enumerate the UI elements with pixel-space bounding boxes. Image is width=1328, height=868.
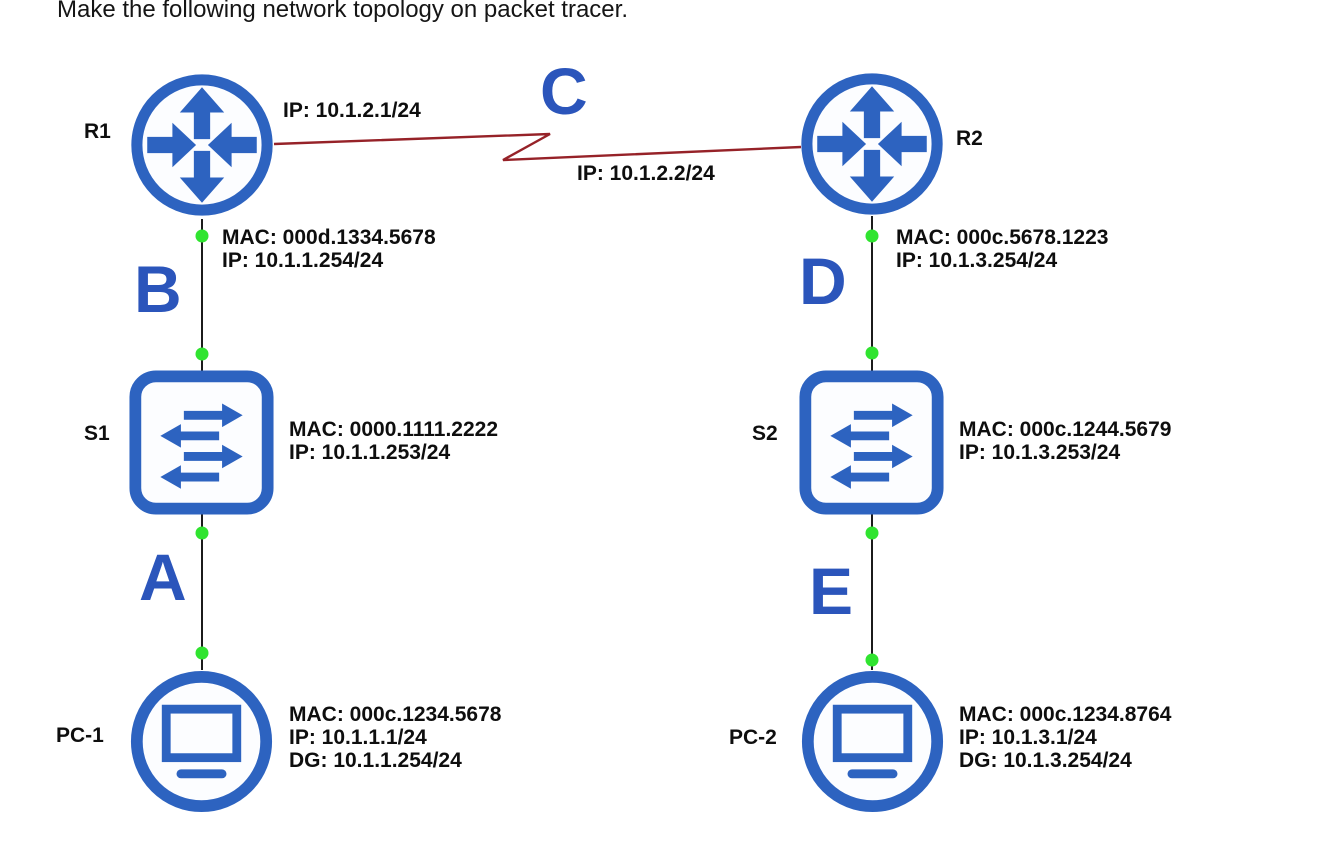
port-dot: [195, 526, 209, 540]
r2-info: MAC: 000c.5678.1223 IP: 10.1.3.254/24: [896, 226, 1108, 272]
pc1-info: MAC: 000c.1234.5678 IP: 10.1.1.1/24 DG: …: [289, 703, 501, 772]
cable-e: [865, 514, 879, 670]
s2-info: MAC: 000c.1244.5679 IP: 10.1.3.253/24: [959, 418, 1171, 464]
port-dot: [865, 526, 879, 540]
s1-mac: MAC: 0000.1111.2222: [289, 418, 498, 441]
pc-icon: [130, 670, 273, 813]
device-pc2: [799, 668, 946, 815]
pc-icon: [801, 670, 944, 813]
port-dot: [195, 229, 209, 243]
link-label-e: E: [809, 554, 854, 628]
device-label-s2: S2: [752, 422, 778, 445]
port-dot: [865, 346, 879, 360]
link-label-b: B: [134, 252, 182, 326]
device-r1: [128, 71, 276, 219]
s1-info: MAC: 0000.1111.2222 IP: 10.1.1.253/24: [289, 418, 498, 464]
router-icon: [801, 73, 943, 215]
s1-ip: IP: 10.1.1.253/24: [289, 441, 451, 464]
r1-info: MAC: 000d.1334.5678 IP: 10.1.1.254/24: [222, 226, 436, 272]
serial-ip-r1: IP: 10.1.2.1/24: [283, 99, 421, 122]
pc1-mac: MAC: 000c.1234.5678: [289, 703, 502, 726]
port-dot: [195, 347, 209, 361]
cable-b: [195, 219, 209, 371]
port-dot: [195, 646, 209, 660]
s2-ip: IP: 10.1.3.253/24: [959, 441, 1121, 464]
device-label-pc1: PC-1: [56, 724, 104, 747]
device-label-r2: R2: [956, 127, 983, 150]
device-r2: [798, 70, 946, 218]
r1-mac: MAC: 000d.1334.5678: [222, 226, 436, 249]
pc1-dg: DG: 10.1.1.254/24: [289, 749, 462, 772]
serial-ip-r2: IP: 10.1.2.2/24: [577, 162, 715, 185]
link-label-a: A: [139, 540, 187, 614]
link-label-c: C: [540, 54, 588, 128]
pc2-info: MAC: 000c.1234.8764 IP: 10.1.3.1/24 DG: …: [959, 703, 1171, 772]
pc2-dg: DG: 10.1.3.254/24: [959, 749, 1132, 772]
r2-ip: IP: 10.1.3.254/24: [896, 249, 1058, 272]
device-s1: [128, 369, 275, 516]
port-dot: [865, 229, 879, 243]
cable-d: [865, 216, 879, 371]
switch-icon: [799, 370, 944, 515]
switch-icon: [129, 370, 274, 515]
device-pc1: [128, 668, 275, 815]
device-s2: [798, 369, 945, 516]
device-label-r1: R1: [84, 120, 111, 143]
device-label-pc2: PC-2: [729, 726, 777, 749]
link-label-d: D: [799, 244, 847, 318]
s2-mac: MAC: 000c.1244.5679: [959, 418, 1172, 441]
r2-mac: MAC: 000c.5678.1223: [896, 226, 1109, 249]
r1-ip: IP: 10.1.1.254/24: [222, 249, 384, 272]
cable-a: [195, 514, 209, 670]
port-dot: [865, 653, 879, 667]
device-label-s1: S1: [84, 422, 110, 445]
pc2-mac: MAC: 000c.1234.8764: [959, 703, 1172, 726]
router-icon: [131, 74, 273, 216]
pc1-ip: IP: 10.1.1.1/24: [289, 726, 427, 749]
pc2-ip: IP: 10.1.3.1/24: [959, 726, 1097, 749]
serial-cable-c: [273, 132, 802, 162]
page-title: Make the following network topology on p…: [57, 0, 628, 23]
